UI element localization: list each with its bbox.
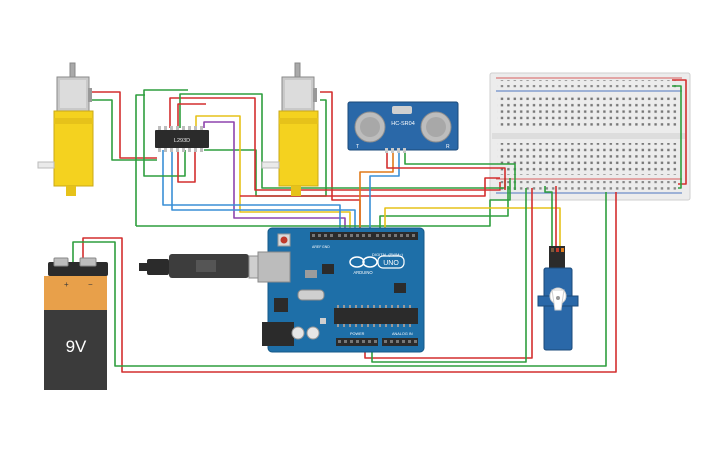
arduino-uno-label: UNO <box>383 260 399 267</box>
arduino-power-label: POWER <box>350 332 365 336</box>
l293d-driver-chip[interactable]: L293D <box>155 126 209 152</box>
wire-green-arduino-top <box>379 186 509 232</box>
arduino-brand-label: ARDUINO <box>353 270 373 275</box>
hc-sr04-label: HC-SR04 <box>391 121 415 127</box>
wire-green-breadboard-1 <box>136 178 511 227</box>
battery-voltage-label: 9V <box>66 337 87 356</box>
wire-orange-trig <box>359 148 394 232</box>
dc-motor-left[interactable] <box>37 62 94 196</box>
wire-green-gnd-rail <box>135 94 145 226</box>
arduino-gnd-label: GND <box>322 245 330 249</box>
wire-green-gnd-power <box>371 188 527 363</box>
wire-blue-echo <box>369 148 400 232</box>
wire-blue-2 <box>171 150 356 232</box>
wire-red-left-motor <box>90 91 157 159</box>
wire-yellow-servo <box>384 207 561 248</box>
wire-green-battery <box>72 192 607 367</box>
l293d-label: L293D <box>174 138 190 144</box>
arduino-aref-label: AREF <box>312 245 321 249</box>
wire-red-vcc <box>386 148 506 190</box>
wire-purple-l293d <box>203 121 346 232</box>
wire-red-rail-right <box>672 79 687 185</box>
breadboard[interactable] <box>489 72 691 201</box>
arduino-logo: UNO ARDUINO <box>349 255 405 275</box>
battery-plus-label: + <box>64 280 69 289</box>
dc-motor-right[interactable] <box>261 62 319 196</box>
hc-sr04-r-label: R <box>446 144 450 150</box>
arduino-analog-label: ANALOG IN <box>392 332 413 336</box>
wire-green-l293d-bottom <box>143 89 188 177</box>
servo-motor[interactable] <box>537 246 579 351</box>
wire-red-l293d-bottom <box>177 103 206 183</box>
wire-green-gnd <box>404 148 516 190</box>
battery-minus-label: − <box>88 280 93 289</box>
wire-yellow-l293d <box>195 115 351 232</box>
arduino-uno-board[interactable]: AREF GND DIGITAL (PWM~) UNO ARDUINO <box>257 227 425 353</box>
wire-green-left-motor <box>90 99 157 161</box>
arduino-digital-label: DIGITAL (PWM~) <box>372 252 404 257</box>
wire-blue-1 <box>162 150 341 232</box>
wire-red-breadboard-1 <box>240 177 500 197</box>
wires <box>72 79 687 373</box>
hc-sr04-t-label: T <box>356 144 359 150</box>
battery-9v[interactable]: + − 9V <box>44 257 108 390</box>
wire-green-rail-right <box>672 85 682 189</box>
wire-green-servo <box>544 186 553 248</box>
hc-sr04-ultrasonic-sensor[interactable]: HC-SR04 T R <box>347 101 459 153</box>
